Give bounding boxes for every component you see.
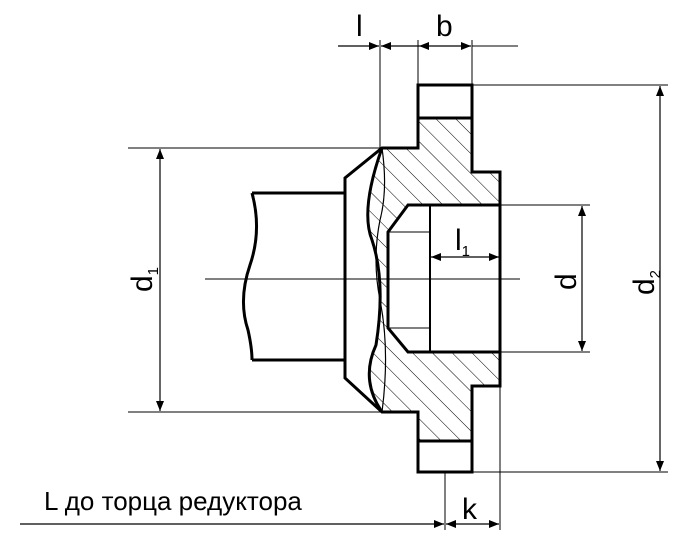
caption-L: L до торца редуктора (44, 486, 302, 516)
label-d2-main: d (628, 278, 661, 295)
label-l1-sub: 1 (462, 243, 470, 260)
shaft (241, 191, 345, 362)
label-d1-sub: 1 (145, 267, 162, 275)
label-l: l (356, 10, 363, 43)
label-d1-main: d (126, 275, 159, 292)
section-break-line (366, 147, 384, 413)
label-d1: d1 (126, 267, 162, 292)
label-b: b (436, 10, 453, 43)
flange-bore (386, 203, 500, 354)
section-break-line-2 (375, 147, 387, 413)
flange-outline (343, 83, 502, 474)
label-l1-main: l (455, 224, 462, 257)
label-d: d (550, 273, 583, 290)
label-d2-sub: 2 (647, 270, 664, 278)
label-l1: l1 (455, 224, 470, 260)
flange-section-hatch (367, 118, 500, 441)
label-k: k (462, 493, 478, 526)
label-d2: d2 (628, 270, 664, 295)
